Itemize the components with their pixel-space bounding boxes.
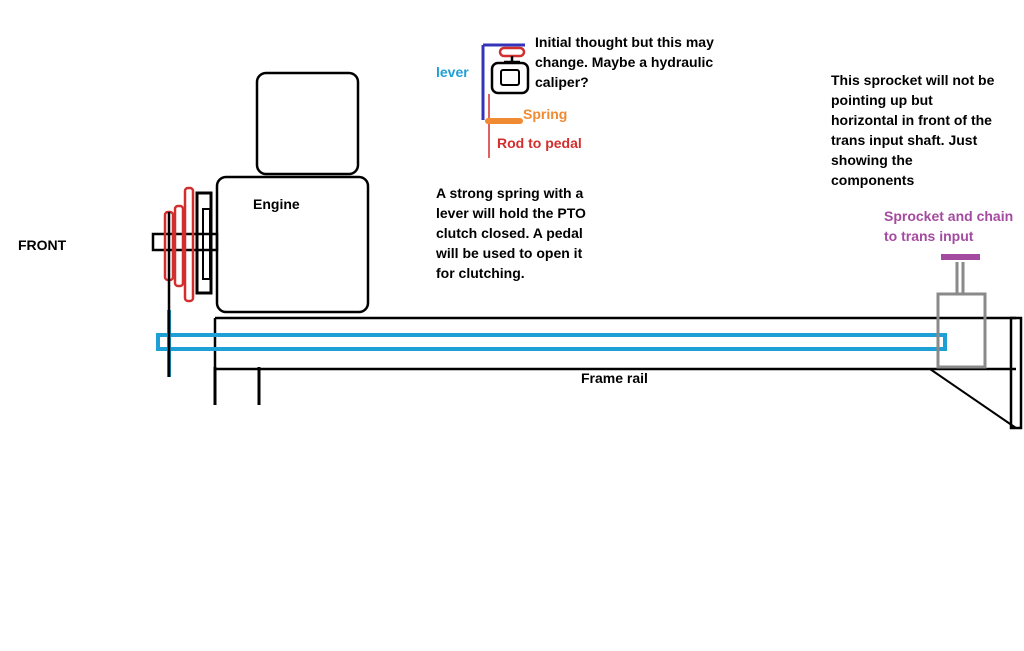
pto-note-line: A strong spring with a [436,185,584,201]
frame-rail-label: Frame rail [581,370,648,386]
engine-label: Engine [253,196,300,212]
drive-shaft [156,310,947,377]
trans-housing [936,262,987,369]
sprocket-note-line: trans input shaft. Just [831,132,978,148]
pto-note-line: clutch closed. A pedal [436,225,583,241]
caliper-note-line: caliper? [535,74,589,90]
sprocket-note: This sprocket will not be pointing up bu… [831,70,994,190]
pto-note: A strong spring with a lever will hold t… [436,183,586,283]
sprocket-note-line: pointing up but [831,92,933,108]
pto-note-line: for clutching. [436,265,525,281]
clutch-caliper-icon [481,43,530,158]
caliper-note-line: Initial thought but this may [535,34,714,50]
sprocket-note-line: showing the [831,152,913,168]
pto-note-line: will be used to open it [436,245,583,261]
caliper-note: Initial thought but this may change. May… [535,32,714,92]
lever-label: lever [436,64,469,80]
front-label: FRONT [18,237,67,253]
rod-to-pedal-label: Rod to pedal [497,135,582,151]
caliper-note-line: change. Maybe a hydraulic [535,54,714,70]
pulley-stack-icon [163,186,213,303]
sprocket-note-line: components [831,172,915,188]
frame-rail [213,316,1023,430]
engine-top-block [255,71,360,176]
spring-label: Spring [523,106,568,122]
sprocket-icon [941,254,980,260]
sprocket-note-line: horizontal in front of the [831,112,992,128]
pto-note-line: lever will hold the PTO [436,205,586,221]
sprocket-label-line: to trans input [884,228,974,244]
sprocket-label-line: Sprocket and chain [884,208,1014,224]
sprocket-label: Sprocket and chain to trans input [884,206,1013,246]
sprocket-note-line: This sprocket will not be [831,72,995,88]
